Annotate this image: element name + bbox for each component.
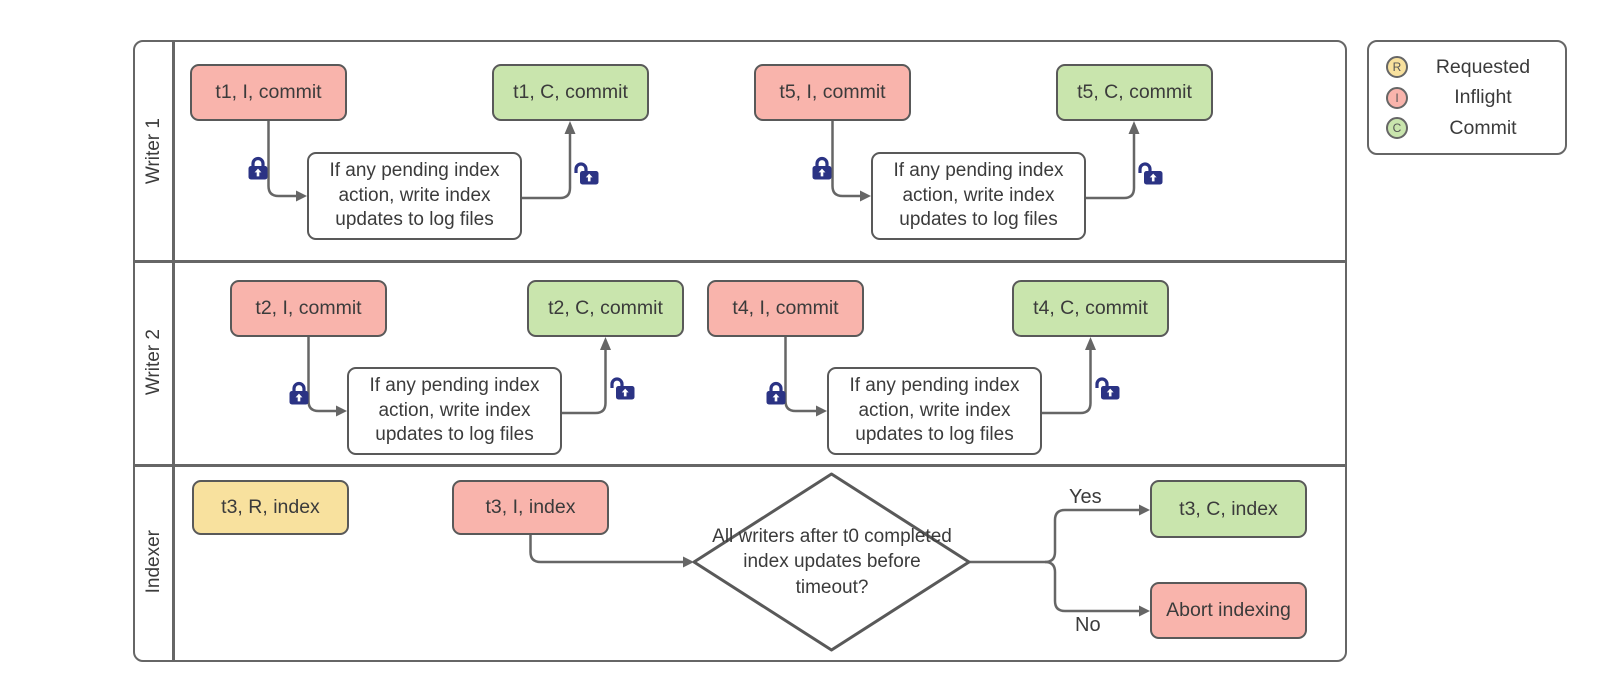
node-t2-commit-commit: t2, C, commit (527, 280, 684, 337)
arrowhead (816, 405, 827, 417)
legend-item-commit: C Commit (1386, 117, 1553, 140)
connector-branch-yes (1044, 508, 1139, 564)
connector-t2i-to-process (307, 337, 336, 413)
legend-item-inflight: I Inflight (1386, 86, 1553, 109)
arrowhead (1128, 121, 1140, 134)
process-box-writer1-a: If any pending index action, write index… (307, 152, 522, 240)
lock-open-icon (1138, 162, 1163, 185)
process-box-writer2-a: If any pending index action, write index… (347, 367, 562, 455)
legend-label: Inflight (1454, 86, 1512, 108)
arrowhead (1139, 504, 1150, 516)
lane-label-divider (172, 42, 175, 660)
arrowhead (683, 556, 694, 568)
connector-t4i-to-process (784, 337, 816, 413)
lane-label-writer1: Writer 1 (143, 117, 164, 185)
legend: R Requested I Inflight C Commit (1367, 40, 1567, 155)
connector-process-to-t2c (562, 350, 607, 415)
legend-label: Requested (1435, 55, 1531, 78)
node-t3-commit-index: t3, C, index (1150, 480, 1307, 538)
connector-process-to-t4c (1042, 350, 1092, 415)
connector-t1i-to-process (267, 121, 296, 198)
node-t4-inflight-commit: t4, I, commit (707, 280, 864, 337)
connector-t3i-to-decision (529, 535, 683, 564)
lock-open-icon (574, 162, 599, 185)
arrowhead (336, 405, 347, 417)
node-abort-indexing: Abort indexing (1150, 582, 1307, 639)
decision-diamond-text: All writers after t0 completed index upd… (712, 526, 952, 598)
lane-divider (135, 260, 1345, 263)
node-t5-inflight-commit: t5, I, commit (754, 64, 911, 121)
arrowhead (564, 121, 576, 134)
connector-branch-no (1044, 560, 1139, 613)
lane-divider (135, 464, 1345, 467)
node-t5-commit-commit: t5, C, commit (1056, 64, 1213, 121)
lock-closed-icon (248, 156, 268, 180)
node-t1-inflight-commit: t1, I, commit (190, 64, 347, 121)
process-box-writer2-b: If any pending index action, write index… (827, 367, 1042, 455)
node-t3-inflight-index: t3, I, index (452, 480, 609, 535)
arrowhead (1085, 337, 1096, 350)
legend-item-requested: R Requested (1386, 56, 1553, 79)
branch-label-no: No (1075, 614, 1101, 636)
connector-process-to-t5c (1086, 134, 1136, 200)
lock-open-icon (1095, 377, 1120, 400)
legend-label: Commit (1449, 116, 1517, 139)
lane-label-indexer: Indexer (143, 530, 164, 594)
lane-label-writer2: Writer 2 (143, 328, 164, 396)
inflight-state-icon: I (1386, 86, 1408, 109)
branch-label-yes: Yes (1069, 486, 1102, 508)
lock-open-icon (610, 377, 635, 400)
swimlane-frame: Writer 1 Writer 2 Indexer t1, I, commit … (133, 40, 1347, 662)
decision-diamond-shape (692, 472, 971, 652)
connector-layer (267, 121, 1150, 652)
process-box-writer1-b: If any pending index action, write index… (871, 152, 1086, 240)
node-t2-inflight-commit: t2, I, commit (230, 280, 387, 337)
requested-state-icon: R (1386, 56, 1408, 78)
commit-state-icon: C (1386, 117, 1408, 139)
lock-closed-icon (289, 381, 309, 405)
connector-t5i-to-process (831, 121, 860, 198)
arrowhead (600, 337, 611, 350)
connector-process-to-t1c (522, 134, 572, 200)
node-t1-commit-commit: t1, C, commit (492, 64, 649, 121)
arrowhead (860, 190, 871, 202)
arrowhead (1139, 605, 1150, 617)
lock-closed-icon (812, 156, 832, 180)
node-t4-commit-commit: t4, C, commit (1012, 280, 1169, 337)
arrowhead (296, 190, 307, 202)
lock-closed-icon (766, 381, 786, 405)
node-t3-requested-index: t3, R, index (192, 480, 349, 535)
